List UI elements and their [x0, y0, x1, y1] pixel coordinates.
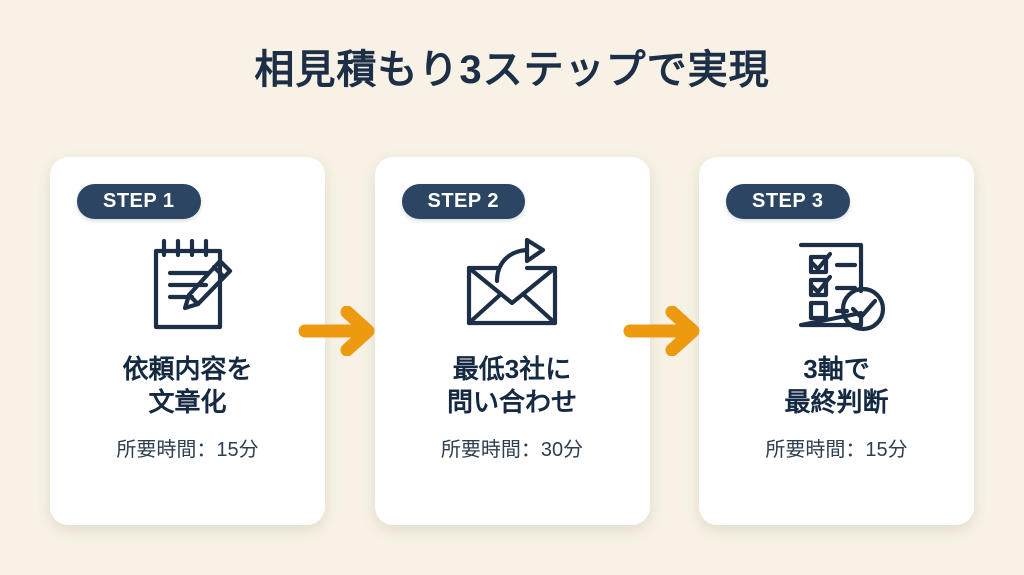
arrow-right-icon-2	[622, 306, 704, 356]
step-card-3[interactable]: STEP 3 3軸で 最終判断 所要時間：15分	[699, 157, 974, 525]
step-card-2[interactable]: STEP 2 最低3社に 問い合わせ 所要時間：30分	[374, 157, 650, 525]
step-heading-1: 依頼内容を 文章化	[122, 354, 253, 418]
step-duration-1: 所要時間：15分	[116, 438, 259, 461]
step-badge-3: STEP 3	[726, 184, 850, 219]
step-heading-2: 最低3社に 問い合わせ	[446, 354, 577, 418]
arrow-right-icon-1	[297, 306, 379, 356]
step-badge-2: STEP 2	[401, 184, 526, 219]
steps-row: STEP 1 依頼内容を 文章化 所要時間：15分 ST	[50, 157, 974, 525]
step-duration-3: 所要時間：15分	[765, 438, 908, 461]
notepad-pencil-icon	[132, 235, 244, 335]
step-heading-3: 3軸で 最終判断	[784, 354, 889, 418]
envelope-send-icon	[453, 235, 571, 335]
step-duration-2: 所要時間：30分	[440, 438, 584, 461]
checklist-approved-icon	[781, 235, 893, 335]
page-title: 相見積もり3ステップで実現	[254, 48, 770, 92]
step-badge-1: STEP 1	[77, 184, 201, 219]
step-card-1[interactable]: STEP 1 依頼内容を 文章化 所要時間：15分	[50, 157, 325, 525]
